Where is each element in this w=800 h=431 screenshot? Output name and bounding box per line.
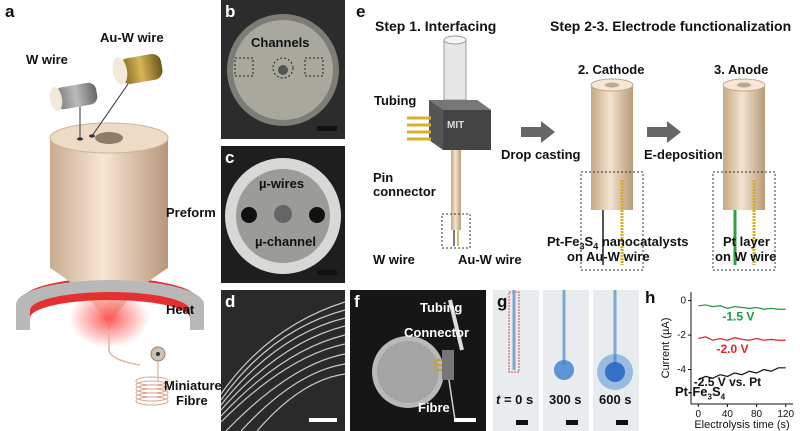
panel-d: d <box>221 290 345 431</box>
x-tick-label: 40 <box>722 409 734 420</box>
series-label: -1.5 V <box>722 309 754 323</box>
scale-bar <box>317 126 337 131</box>
pt-layer-label-line2: on W wire <box>715 249 777 264</box>
step23-title: Step 2-3. Electrode functionalization <box>550 18 792 34</box>
connector-label: Connector <box>404 325 469 340</box>
scale-bar <box>309 418 337 422</box>
panel-letter: g <box>497 292 508 311</box>
nanocatalyst-label-line1: Pt-Fe3S4 nanocatalysts <box>547 234 689 252</box>
series-line <box>698 367 786 381</box>
fibre-label: Fibre <box>418 400 450 415</box>
panel-letter: e <box>356 2 366 21</box>
series-line <box>698 336 786 341</box>
panel-letter: b <box>225 2 236 21</box>
y-tick-label: -4 <box>677 365 686 376</box>
cathode-title: 2. Cathode <box>578 62 645 77</box>
channels-label: Channels <box>251 35 310 50</box>
auw-spool <box>112 53 163 85</box>
series-label: -2.0 V <box>717 342 749 356</box>
scale-bar <box>616 420 628 425</box>
y-tick-label: 0 <box>680 296 686 307</box>
interfacing-schematic <box>407 35 776 271</box>
scale-bar <box>516 420 528 425</box>
drop-casting-label: Drop casting <box>501 147 581 162</box>
frame-t0 <box>493 290 539 431</box>
frame-300s <box>543 290 589 431</box>
channel-label: µ-channel <box>255 234 316 249</box>
time-label-600: 600 s <box>599 392 632 407</box>
pt-layer-label-line1: Pt layer <box>723 234 770 249</box>
heat-label: Heat <box>166 302 195 317</box>
pin-label-line1: Pin <box>373 170 394 185</box>
panel-a: a W wire Au-W wire Preform Heat Miniatur… <box>0 0 222 431</box>
frame-600s <box>593 290 639 431</box>
x-tick-label: 0 <box>696 409 702 420</box>
panel-letter: c <box>225 148 235 167</box>
cross-section-photo <box>227 14 339 126</box>
panel-g: g t = 0 s 300 s 600 s <box>493 290 641 431</box>
w-wire-label: W wire <box>373 252 415 267</box>
panel-letter: h <box>645 288 656 307</box>
fibre-bundle-photo <box>221 301 345 431</box>
fibre-coil <box>135 376 169 406</box>
scale-bar <box>317 270 337 275</box>
sample-label: Pt-Fe3S4 <box>675 384 726 402</box>
scale-bar <box>454 418 476 422</box>
fibre-cross-section-photo <box>225 158 341 274</box>
device-photo <box>372 299 464 421</box>
step1-title: Step 1. Interfacing <box>375 18 497 34</box>
w-wire-label: W wire <box>26 52 68 67</box>
auw-wire-label: Au-W wire <box>100 30 164 45</box>
series-label: -2.5 V vs. Pt <box>694 375 761 389</box>
preform-illustration <box>16 53 204 406</box>
panel-letter: a <box>5 2 15 21</box>
preform-label: Preform <box>166 205 216 220</box>
panel-letter: f <box>354 292 360 311</box>
auw-wire-label: Au-W wire <box>458 252 522 267</box>
scale-bar <box>566 420 578 425</box>
edeposition-label: E-deposition <box>644 147 723 162</box>
anode-title: 3. Anode <box>714 62 769 77</box>
panel-b: b Channels <box>221 0 345 139</box>
w-spool <box>49 82 98 111</box>
panel-letter: d <box>225 292 236 311</box>
time-label-0: t = 0 s <box>496 392 534 407</box>
tubing-label: Tubing <box>374 93 417 108</box>
series-line <box>698 304 786 310</box>
panel-c: c µ-wires µ-channel <box>221 146 345 283</box>
tubing-label: Tubing <box>420 300 463 315</box>
time-label-300: 300 s <box>549 392 582 407</box>
fibre-label-line2: Fibre <box>176 393 208 408</box>
nanocatalyst-label-line2: on Au-W wire <box>567 249 650 264</box>
y-tick-label: -2 <box>677 330 686 341</box>
panel-f: f Tubing Connector Fibre <box>350 290 486 431</box>
pin-label-line2: connector <box>373 184 436 199</box>
fibre-label-line1: Miniature <box>164 378 222 393</box>
x-axis-label: Electrolysis time (s) <box>694 419 789 431</box>
mit-logo: MIT <box>447 120 465 131</box>
x-tick-label: 120 <box>777 409 794 420</box>
x-tick-label: 80 <box>751 409 763 420</box>
wires-label: µ-wires <box>259 176 305 191</box>
panel-e: e Step 1. Interfacing Step 2-3. Electrod… <box>351 0 800 285</box>
y-axis-label: Current (µA) <box>660 318 672 379</box>
